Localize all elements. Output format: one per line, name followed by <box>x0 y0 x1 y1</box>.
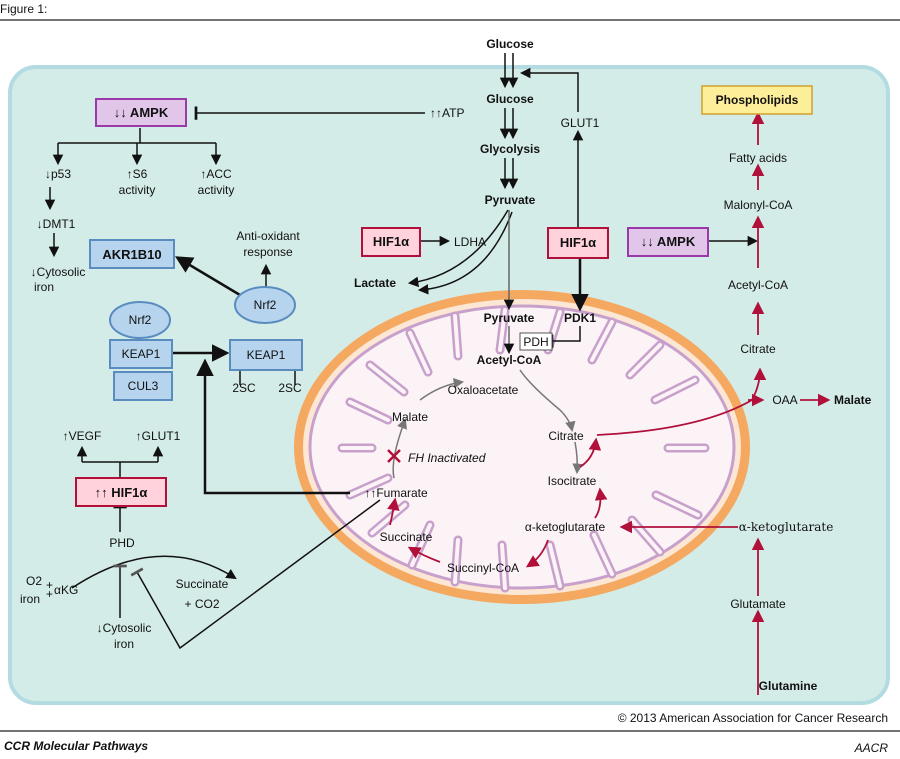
s6-label: ↑S6 <box>127 167 148 181</box>
cytosolic-iron-label-2: iron <box>34 280 54 294</box>
ampk-right-box <box>627 227 709 257</box>
lactate-label: Lactate <box>354 276 396 290</box>
nrf2-ellipse-b <box>234 286 296 324</box>
aacr-logo: AACR <box>854 741 889 755</box>
citrate-right-label: Citrate <box>740 342 776 356</box>
figure-label: Figure 1: <box>0 2 47 16</box>
fh-inactivated-label: FH Inactivated <box>408 451 486 465</box>
dmt1-label: ↓DMT1 <box>37 217 76 231</box>
cul3-label: CUL3 <box>128 379 159 393</box>
hif-up-box <box>75 477 167 507</box>
pdh-box <box>519 332 553 351</box>
nrf2-label-a: Nrf2 <box>129 313 152 327</box>
succinate-label: Succinate <box>380 530 433 544</box>
fatty-acids-label: Fatty acids <box>729 151 787 165</box>
nrf2-ellipse-a <box>109 301 171 339</box>
succinate-co2-label: Succinate <box>176 577 229 591</box>
acetyl-coa-mito-label: Acetyl-CoA <box>477 353 542 367</box>
s6-activity-label: activity <box>119 183 156 197</box>
akr1b10-label: AKR1B10 <box>102 247 161 262</box>
keap1-box-a <box>109 339 173 369</box>
hif-pdk-label: HIF1α <box>560 235 596 250</box>
keap1-label-a: KEAP1 <box>122 347 161 361</box>
keap1-label-b: KEAP1 <box>247 348 286 362</box>
o2-plus-label: + <box>46 578 53 592</box>
mitochondrion <box>294 290 750 604</box>
oaa-label: OAA <box>772 393 797 407</box>
oxaloacetate-label: Oxaloacetate <box>448 383 519 397</box>
glycolysis-label: Glycolysis <box>480 142 540 156</box>
acc-label: ↑ACC <box>200 167 232 181</box>
phospholipids-box <box>701 85 813 115</box>
hif-ldha-label: HIF1α <box>373 234 409 249</box>
fumarate-label: ↑↑Fumarate <box>364 486 428 500</box>
glutamine-label: Glutamine <box>759 679 818 693</box>
glucose-inside-label: Glucose <box>486 92 534 106</box>
2sc-label-a: 2SC <box>232 381 256 395</box>
hif-ldha-box <box>361 227 421 257</box>
antioxidant-label: Anti-oxidant <box>236 229 300 243</box>
ldha-label: LDHA <box>454 235 486 249</box>
succinate-co2-label-2: + CO2 <box>184 597 219 611</box>
ampk-left-box <box>95 98 187 127</box>
pyruvate-label: Pyruvate <box>485 193 536 207</box>
phospholipids-label: Phospholipids <box>716 93 799 107</box>
hif-up-label: ↑↑ HIF1α <box>95 485 148 500</box>
phd-label: PHD <box>109 536 135 550</box>
antioxidant-response-label: response <box>243 245 293 259</box>
nrf2-label-b: Nrf2 <box>254 298 277 312</box>
pyruvate-mito-label: Pyruvate <box>484 311 535 325</box>
vegf-label: ↑VEGF <box>63 429 102 443</box>
keap1-box-b <box>229 339 303 371</box>
pdk1-label: PDK1 <box>564 311 596 325</box>
glucose-outside-label: Glucose <box>486 37 534 51</box>
citrate-mito-label: Citrate <box>548 429 584 443</box>
iron-label: iron <box>20 592 40 606</box>
iron-plus-label: + <box>46 587 53 601</box>
cytosolic-iron-label: ↓Cytosolic <box>31 265 86 279</box>
cytosolic-iron-lower-label-2: iron <box>114 637 134 651</box>
o2-label: O2 <box>26 574 42 588</box>
malate-right-label: Malate <box>834 393 872 407</box>
malate-mito-label: Malate <box>392 410 428 424</box>
isocitrate-label: Isocitrate <box>548 474 597 488</box>
akg-mito-label: α-ketoglutarate <box>525 520 606 534</box>
p53-label: ↓p53 <box>45 167 71 181</box>
akg-right-label: α-ketoglutarate <box>739 520 834 534</box>
cytosolic-iron-lower-label: ↓Cytosolic <box>97 621 152 635</box>
glut1-up-label: ↑GLUT1 <box>136 429 181 443</box>
glut1-label: GLUT1 <box>561 116 600 130</box>
cul3-box <box>113 371 173 401</box>
acetyl-coa-right-label: Acetyl-CoA <box>728 278 788 292</box>
malonyl-coa-label: Malonyl-CoA <box>724 198 793 212</box>
glutamate-label: Glutamate <box>730 597 786 611</box>
pdh-label: PDH <box>523 335 548 349</box>
fh-inactivated-x-icon <box>387 449 401 463</box>
hif-pdk-box <box>547 227 609 259</box>
journal-name: CCR Molecular Pathways <box>4 739 148 753</box>
akg-small-label: αKG <box>54 583 78 597</box>
atp-label: ↑↑ATP <box>430 106 464 120</box>
succinyl-coa-label: Succinyl-CoA <box>447 561 519 575</box>
akr1b10-box <box>89 239 175 269</box>
acc-activity-label: activity <box>198 183 235 197</box>
ampk-right-label: ↓↓ AMPK <box>641 234 696 249</box>
ampk-left-label: ↓↓ AMPK <box>114 105 169 120</box>
2sc-label-b: 2SC <box>278 381 302 395</box>
copyright-text: © 2013 American Association for Cancer R… <box>618 711 888 725</box>
